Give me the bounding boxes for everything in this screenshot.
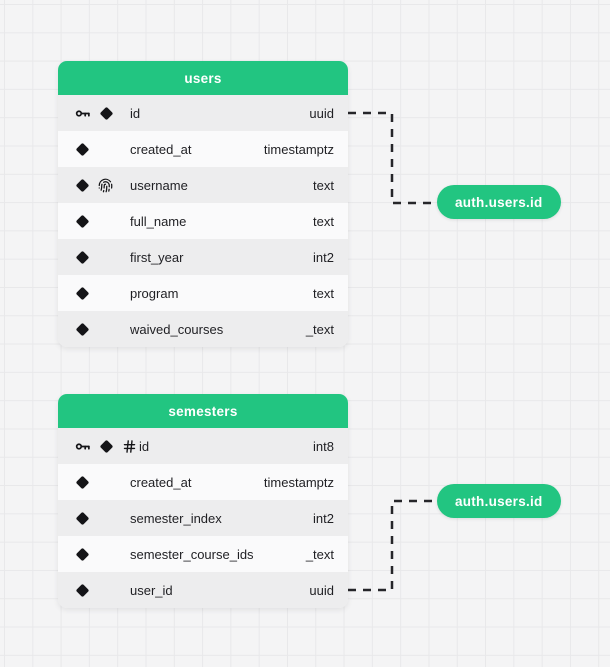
column-icons [74,474,128,491]
column-type: int2 [313,249,334,265]
key-icon [74,105,91,122]
column-type: uuid [309,582,334,598]
fingerprint-icon [98,178,113,193]
column-name: created_at [130,474,192,490]
table-title: semesters [168,403,238,419]
column-name: full_name [130,213,187,229]
connector-users-id-to-auth [348,111,437,205]
diamond-icon [74,510,91,527]
table-row: semester_course_ids _text [58,536,348,572]
key-icon [74,438,91,455]
table-row: created_at timestamptz [58,464,348,500]
column-name: created_at [130,141,192,157]
diamond-icon [74,546,91,563]
column-icons [74,546,128,563]
diamond-icon [74,177,91,194]
column-type: int8 [313,438,334,454]
table-row: username text [58,167,348,203]
column-name: program [130,285,179,301]
diamond-icon [74,582,91,599]
table-row: full_name text [58,203,348,239]
column-type: int2 [313,510,334,526]
foreign-key-badge-semesters-user-id[interactable]: auth.users.id [437,484,561,518]
table-title: users [184,70,222,86]
table-header-users[interactable]: users [58,61,348,95]
column-type: uuid [309,105,334,121]
table-header-semesters[interactable]: semesters [58,394,348,428]
table-row: semester_index int2 [58,500,348,536]
column-icons [74,438,137,455]
table-row: id uuid [58,95,348,131]
column-icons [74,141,128,158]
column-icons [74,321,128,338]
connector-semesters-user-id-to-auth [348,499,437,592]
column-type: _text [305,546,334,562]
table-node-users[interactable]: users id uuid created_at timestamptz usernam… [58,61,348,347]
table-node-semesters[interactable]: semesters id int8 created_at timestamptz sem… [58,394,348,608]
column-icons [74,105,128,122]
column-name: semester_course_ids [130,546,254,562]
diamond-icon [74,141,91,158]
diamond-icon [74,213,91,230]
foreign-key-label: auth.users.id [455,493,543,509]
column-icons [74,285,128,302]
column-icons [74,213,128,230]
column-type: _text [305,321,334,337]
table-row: created_at timestamptz [58,131,348,167]
column-type: text [313,177,334,193]
table-rows-semesters: id int8 created_at timestamptz semester_inde… [58,428,348,608]
foreign-key-label: auth.users.id [455,194,543,210]
column-name: user_id [130,582,173,598]
column-name: semester_index [130,510,222,526]
column-name: id [130,105,141,121]
column-type: timestamptz [263,474,334,490]
table-row: user_id uuid [58,572,348,608]
column-icons [74,582,128,599]
column-type: timestamptz [263,141,334,157]
column-icons [74,177,128,194]
diamond-icon [74,249,91,266]
column-name: username [130,177,188,193]
diamond-icon [98,438,115,455]
column-type: text [313,285,334,301]
column-icons [74,249,128,266]
column-name: waived_courses [130,321,224,337]
diamond-icon [98,105,115,122]
table-row: id int8 [58,428,348,464]
diamond-icon [74,285,91,302]
column-type: text [313,213,334,229]
table-row: program text [58,275,348,311]
column-name: id [139,438,150,454]
column-icons [74,510,128,527]
foreign-key-badge-users-id[interactable]: auth.users.id [437,185,561,219]
diamond-icon [74,474,91,491]
hash-icon [122,439,137,454]
table-row: waived_courses _text [58,311,348,347]
column-name: first_year [130,249,184,265]
table-row: first_year int2 [58,239,348,275]
diamond-icon [74,321,91,338]
